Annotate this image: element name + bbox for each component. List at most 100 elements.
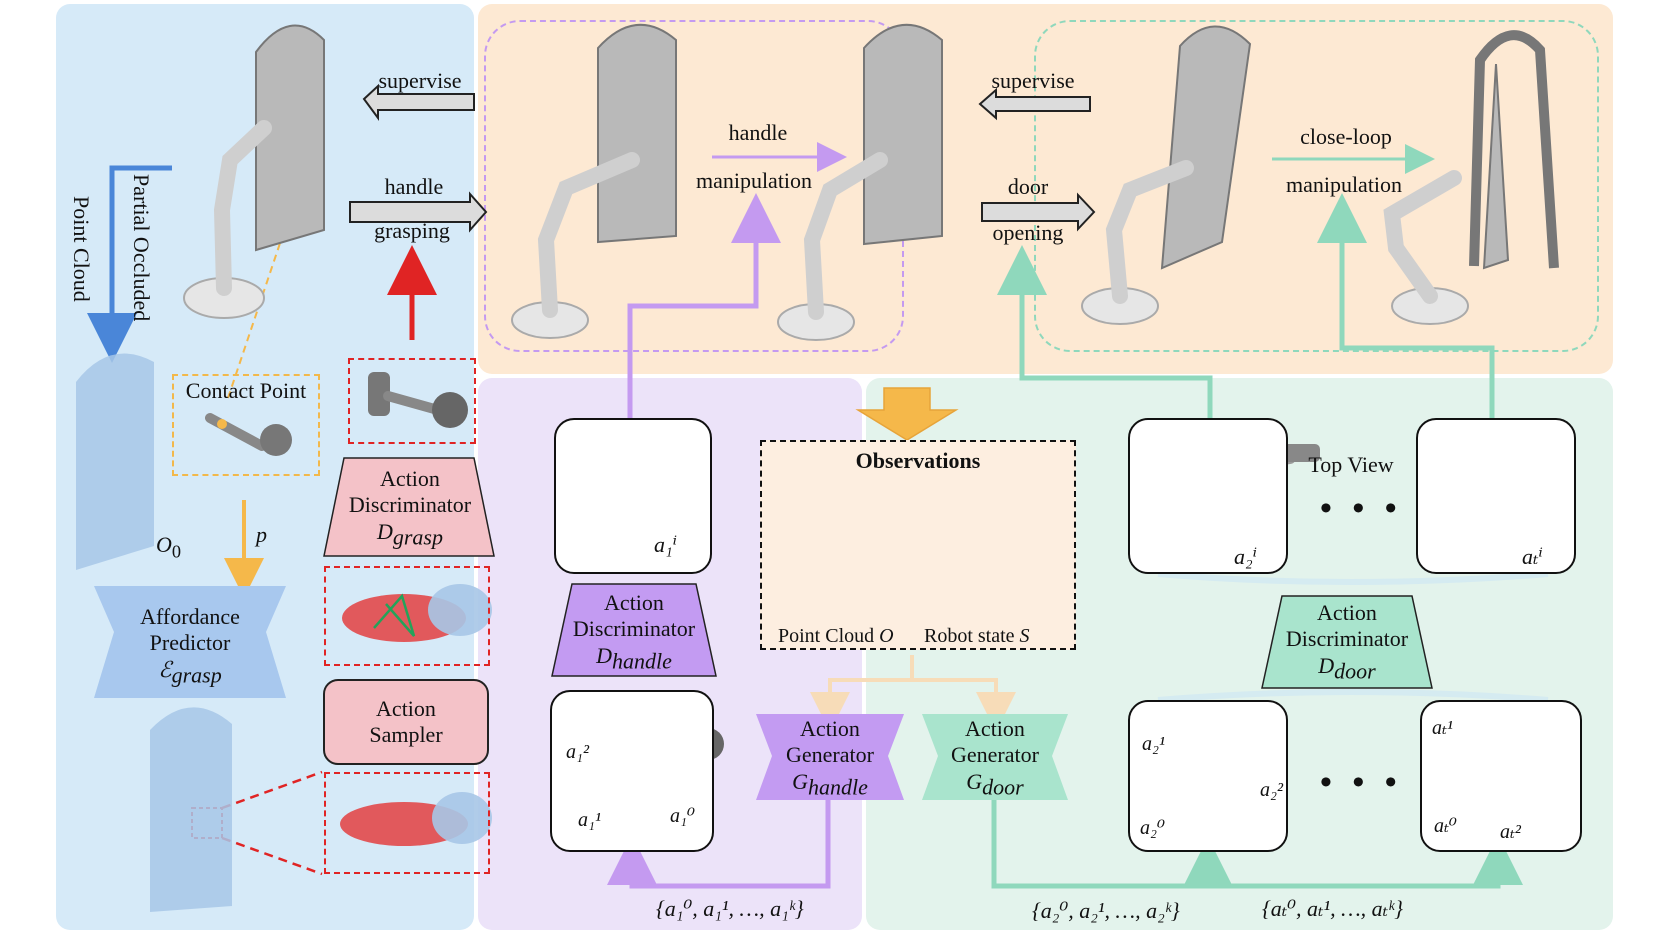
handle-action-set-label: {a₁⁰, a₁¹, …, a₁ᵏ}	[656, 896, 804, 921]
gen-handle-line1: Action	[800, 715, 860, 741]
door-illustration-5	[1469, 30, 1559, 270]
action-sampler-shape	[323, 679, 489, 765]
robot-arm-5	[1383, 170, 1469, 325]
door-stage-dashed-box	[1034, 20, 1599, 352]
door-action-set-t-label: {aₜ⁰, aₜ¹, …, aₜᵏ}	[1262, 896, 1404, 921]
handle-grasping-label-1: handle	[384, 174, 444, 199]
door-set-a22-label: a₂²	[1260, 779, 1283, 801]
grasp-proposals-box	[324, 566, 490, 666]
door-set-at0-label: aₜ⁰	[1434, 815, 1457, 837]
disc-handle-line2: Discriminator	[572, 616, 696, 642]
obs-robot-state-label: Robot state S	[924, 626, 1030, 646]
action-discriminator-handle: Action Discriminator Dhandle	[556, 588, 712, 676]
supervise-right-label: supervise	[991, 68, 1075, 93]
gen-door-line2: Generator	[951, 742, 1039, 768]
sampler-line2: Sampler	[369, 722, 443, 747]
close-loop-label-1: close-loop	[1300, 124, 1392, 149]
door-action-box-2	[1128, 418, 1288, 574]
disc-grasp-symbol: Dgrasp	[377, 519, 443, 551]
supervise-right-arrow	[978, 87, 1091, 121]
obs-point-cloud-text: Point Cloud	[778, 625, 875, 647]
handle-manip-label-1: handle	[728, 120, 788, 145]
observations-title: Observations	[855, 448, 981, 473]
gen-door-sym: G	[966, 768, 983, 794]
door-illustration-4	[1160, 25, 1252, 270]
robot-arm-4	[1081, 160, 1194, 325]
action-sampler: Action Sampler	[324, 684, 488, 760]
o0-sym: O	[156, 532, 172, 557]
gen-door-symbol: Gdoor	[966, 769, 1023, 801]
close-loop-label-2: manipulation	[1285, 172, 1403, 197]
gen-handle-line2: Generator	[786, 742, 874, 768]
door-illustration-1	[255, 24, 325, 252]
disc-grasp-sym: D	[376, 518, 393, 544]
disc-handle-shape	[551, 583, 717, 677]
affordance-line1: Affordance	[140, 603, 240, 629]
handle-manip-label-2: manipulation	[695, 168, 813, 193]
point-cloud-full	[150, 707, 232, 912]
partial-occluded-label: Partial Occluded	[129, 174, 154, 322]
obs-robot-state-text: Robot state	[924, 625, 1015, 647]
obs-robot-state-sym: S	[1019, 625, 1030, 647]
door-set-a20-label: a₂⁰	[1140, 817, 1165, 839]
observations-box	[760, 440, 1076, 650]
door-opening-label-2: opening	[992, 220, 1064, 245]
handle-set-a11-label: a₁¹	[578, 809, 601, 831]
gen-handle-sub: handle	[808, 773, 868, 799]
door-set-a21-label: a₂¹	[1142, 733, 1165, 755]
disc-handle-line1: Action	[604, 589, 664, 615]
ellipsis-bottom: • • •	[1320, 764, 1403, 801]
contact-point-box	[172, 374, 320, 476]
affordance-predictor-shape	[94, 586, 286, 698]
affordance-sub: grasp	[171, 661, 222, 687]
disc-door-line2: Discriminator	[1285, 626, 1409, 652]
grasp-proposal-cloud-2	[340, 792, 492, 846]
o0-sub: 0	[171, 541, 182, 562]
handle-contact-icon	[205, 413, 292, 456]
handle-action-i-label: a₁ⁱ	[654, 532, 678, 557]
door-action-set-2-label: {a₂⁰, a₂¹, …, a₂ᵏ}	[1032, 898, 1180, 923]
door-illustration-3	[863, 23, 943, 246]
gen-handle-symbol: Ghandle	[792, 769, 868, 801]
door-action-box-t	[1416, 418, 1576, 574]
p-label: p	[256, 524, 267, 546]
supervise-left-label: supervise	[378, 68, 462, 93]
action-generator-door: Action Generator Gdoor	[922, 716, 1068, 800]
gen-door-shape	[922, 714, 1068, 800]
disc-door-sym: D	[1318, 652, 1335, 678]
observations-down-arrow	[855, 387, 959, 441]
obs-point-cloud-label: Point Cloud O	[778, 626, 894, 646]
door-opening-arrow	[981, 192, 1096, 232]
contact-point-label: Contact Point	[185, 378, 307, 403]
door-ati-label: aₜⁱ	[1522, 544, 1543, 569]
handle-action-box	[554, 418, 712, 574]
handle-grasping-arrow	[349, 191, 488, 233]
action-discriminator-grasp: Action Discriminator Dgrasp	[330, 462, 490, 554]
affordance-predictor: Affordance Predictor ℰgrasp	[94, 604, 286, 688]
disc-handle-sym: D	[596, 642, 612, 668]
disc-door-sub: door	[1334, 657, 1376, 683]
action-generator-handle: Action Generator Ghandle	[756, 716, 904, 800]
door-set-at1-label: aₜ¹	[1432, 717, 1453, 739]
supervise-left-arrow	[362, 83, 475, 122]
robot-arm-3	[777, 152, 888, 341]
handle-grasping-label-2: grasping	[374, 218, 450, 243]
point-cloud-vertical-label: Point Cloud	[69, 196, 94, 302]
gen-door-line1: Action	[965, 715, 1025, 741]
disc-handle-symbol: Dhandle	[596, 643, 672, 675]
gen-handle-shape	[756, 714, 904, 800]
door-a2i-label: a₂ⁱ	[1234, 544, 1258, 569]
obs-point-cloud-sym: O	[879, 625, 894, 647]
robot-arm-1	[183, 120, 272, 319]
o0-label: O0	[156, 534, 181, 561]
door-set-at2-label: aₜ²	[1500, 821, 1521, 843]
point-cloud-partial	[76, 353, 154, 570]
handle-set-a10-label: a₁⁰	[670, 805, 695, 827]
handle-set-a12-label: a₁²	[566, 741, 589, 763]
p-sym: p	[256, 522, 267, 547]
disc-grasp-line1: Action	[380, 465, 440, 491]
gen-door-sub: door	[982, 773, 1024, 799]
disc-handle-sub: handle	[612, 647, 672, 673]
robot-arm-2	[511, 152, 640, 339]
